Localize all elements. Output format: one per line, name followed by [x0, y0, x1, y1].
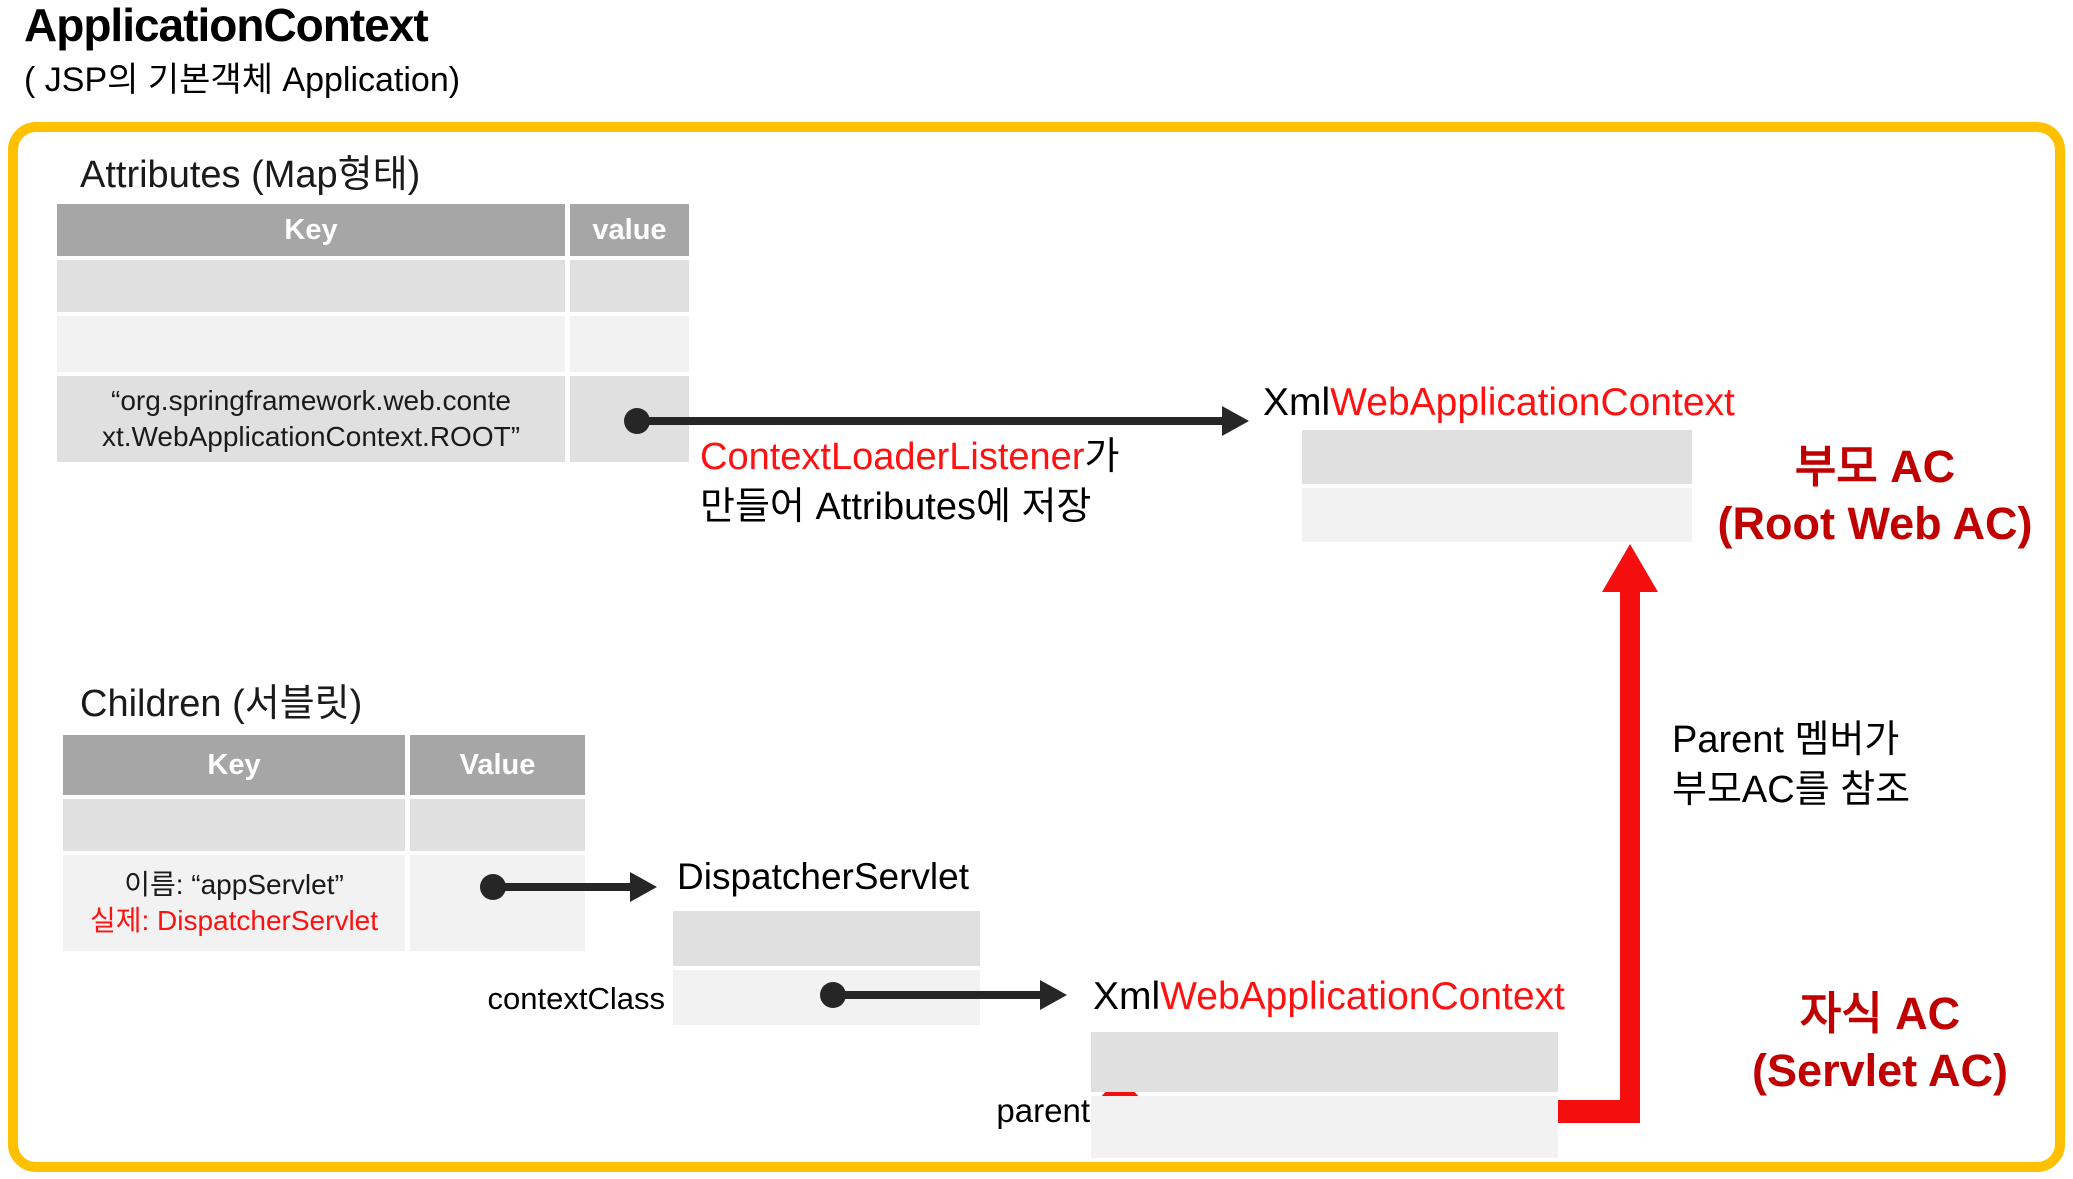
attributes-header-row: Key value — [57, 204, 689, 256]
children-header-value: Value — [410, 735, 585, 795]
servlet-arrow-line — [493, 883, 630, 891]
table-row — [57, 316, 689, 372]
key-cell-empty — [57, 260, 565, 312]
child-ac-label: 자식 AC (Servlet AC) — [1730, 985, 2030, 1099]
parent-member-note: Parent 멤버가 부모AC를 참조 — [1672, 715, 1910, 815]
context-loader-note: ContextLoaderListener가 만들어 Attributes에 저… — [700, 432, 1119, 532]
parent-ac-label-line1: 부모 AC — [1794, 441, 1956, 492]
children-header-row: Key Value — [63, 735, 585, 795]
attributes-table: Key value “org.springframework.web.conte… — [57, 204, 689, 462]
attributes-arrow-head — [1222, 406, 1249, 436]
child-context-title-black: Xml — [1093, 975, 1161, 1018]
children-header-key: Key — [63, 735, 405, 795]
child-context-parent-slot — [1091, 1096, 1558, 1158]
root-key-line2: xt.WebApplicationContext.ROOT” — [101, 421, 521, 452]
parent-ref-arrow-vertical — [1620, 588, 1640, 1123]
key-cell-empty — [63, 799, 405, 851]
child-context-title: XmlWebApplicationContext — [1093, 975, 1565, 1019]
parent-ac-label: 부모 AC (Root Web AC) — [1695, 438, 2055, 552]
root-context-title-red: WebApplicationContext — [1330, 381, 1735, 424]
context-class-arrow-head — [1040, 980, 1067, 1010]
context-loader-red-text: ContextLoaderListener — [700, 436, 1085, 478]
dispatcher-title: DispatcherServlet — [677, 856, 970, 897]
parent-ac-label-line2: (Root Web AC) — [1717, 498, 2033, 550]
root-key-line1: “org.springframework.web.conte — [111, 385, 511, 417]
value-cell-empty — [570, 260, 689, 312]
context-loader-note-line1: ContextLoaderListener가 — [700, 432, 1119, 482]
value-cell-empty — [410, 799, 585, 851]
attributes-heading: Attributes (Map형태) — [80, 154, 421, 196]
context-class-label: contextClass — [487, 981, 665, 1016]
table-row: 이름: “appServlet” 실제: DispatcherServlet — [63, 855, 585, 951]
child-ac-label-line1: 자식 AC — [1799, 988, 1961, 1039]
table-row: “org.springframework.web.conte xt.WebApp… — [57, 376, 689, 462]
diagram-frame — [8, 122, 2065, 1172]
parent-member-note-line2: 부모AC를 참조 — [1672, 769, 1911, 812]
root-context-slot1 — [1302, 430, 1692, 484]
servlet-arrow-head — [630, 872, 657, 902]
servlet-key-line2: 실제: DispatcherServlet — [89, 905, 379, 936]
dispatcher-box — [673, 911, 980, 1025]
child-context-title-red: WebApplicationContext — [1160, 975, 1565, 1018]
parent-ref-arrow-head — [1602, 544, 1658, 592]
page-title: ApplicationContext — [24, 0, 429, 51]
table-row — [57, 260, 689, 312]
context-class-arrow-line — [833, 991, 1040, 999]
root-context-title-black: Xml — [1263, 381, 1331, 424]
parent-member-note-line1: Parent 멤버가 — [1672, 719, 1900, 761]
root-context-box — [1302, 430, 1692, 542]
servlet-key-line1: 이름: “appServlet” — [124, 869, 344, 901]
context-loader-black-suffix: 가 — [1084, 436, 1120, 478]
context-loader-note-line2: 만들어 Attributes에 저장 — [700, 486, 1092, 529]
children-table: Key Value 이름: “appServlet” 실제: Dispatche… — [63, 735, 585, 951]
child-context-slot1 — [1091, 1032, 1558, 1092]
root-context-slot2 — [1302, 488, 1692, 542]
dispatcher-slot1 — [673, 911, 980, 966]
attributes-header-key: Key — [57, 204, 565, 256]
attributes-arrow-line — [637, 417, 1223, 425]
value-cell-empty — [570, 316, 689, 372]
root-context-key-cell: “org.springframework.web.conte xt.WebApp… — [57, 376, 565, 462]
table-row — [63, 799, 585, 851]
root-context-title: XmlWebApplicationContext — [1263, 381, 1735, 425]
attributes-header-value: value — [570, 204, 689, 256]
servlet-key-cell: 이름: “appServlet” 실제: DispatcherServlet — [63, 855, 405, 951]
child-context-box — [1091, 1032, 1558, 1158]
parent-field-label: parent — [996, 1092, 1090, 1129]
key-cell-empty — [57, 316, 565, 372]
page-subtitle: ( JSP의 기본객체 Application) — [24, 61, 461, 99]
children-heading: Children (서블릿) — [80, 683, 363, 725]
servlet-value-cell — [410, 855, 585, 951]
child-ac-label-line2: (Servlet AC) — [1752, 1045, 2008, 1097]
